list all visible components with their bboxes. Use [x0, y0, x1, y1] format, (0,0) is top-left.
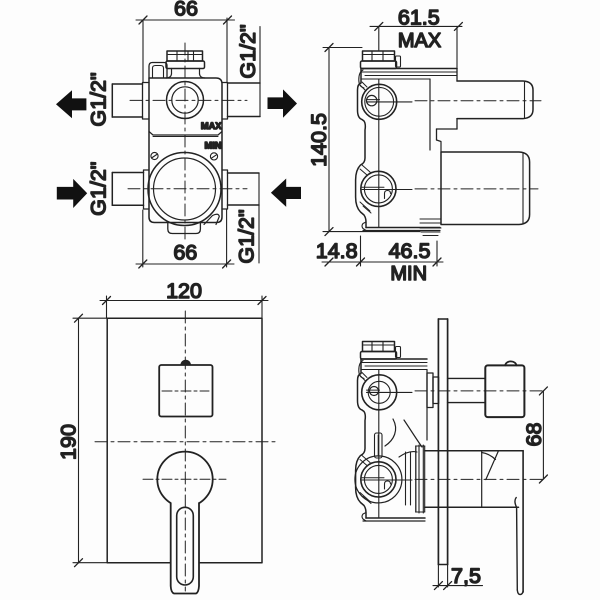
svg-text:G1/2": G1/2" [236, 24, 260, 78]
svg-text:14.8: 14.8 [316, 239, 358, 263]
svg-text:MIN: MIN [390, 263, 427, 285]
svg-text:7,5: 7,5 [451, 564, 481, 588]
svg-text:G1/2": G1/2" [235, 209, 259, 263]
svg-text:66: 66 [174, 0, 198, 21]
svg-text:190: 190 [57, 424, 81, 460]
svg-text:68: 68 [522, 423, 546, 447]
svg-text:46.5: 46.5 [389, 239, 431, 263]
svg-text:MAX: MAX [201, 121, 222, 131]
svg-text:120: 120 [166, 279, 202, 303]
svg-text:66: 66 [173, 241, 197, 265]
svg-text:MAX: MAX [398, 30, 441, 52]
svg-text:140.5: 140.5 [307, 113, 331, 167]
svg-text:G1/2": G1/2" [87, 162, 111, 216]
svg-text:MIN: MIN [204, 141, 221, 151]
svg-text:G1/2": G1/2" [87, 72, 111, 126]
